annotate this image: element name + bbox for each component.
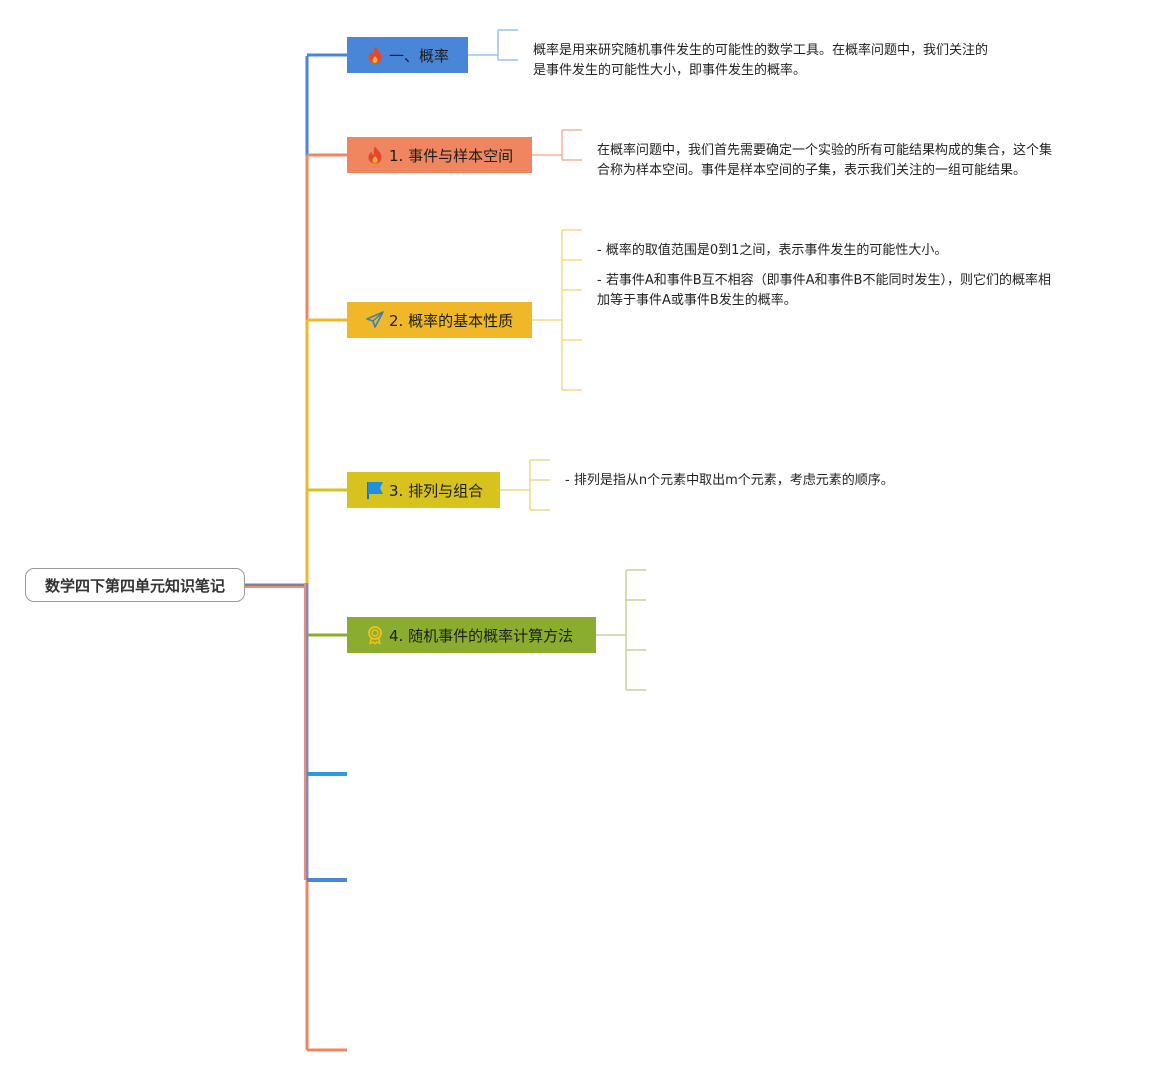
paper-plane-icon — [365, 310, 385, 330]
branch-probability-calculation[interactable]: 4. 随机事件的概率计算方法 — [347, 617, 596, 653]
branch-permutation-combination-label: 3. 排列与组合 — [389, 481, 484, 500]
note-property-range: - 概率的取值范围是0到1之间，表示事件发生的可能性大小。 — [597, 241, 1137, 261]
award-ribbon-icon — [365, 625, 385, 645]
root-topic-label: 数学四下第四单元知识笔记 — [44, 576, 225, 595]
branch-event-sample-space[interactable]: 1. 事件与样本空间 — [347, 137, 532, 173]
note-permutation-line: - 排列是指从n个元素中取出m个元素，考虑元素的顺序。 — [565, 473, 894, 488]
fire-icon — [365, 45, 385, 65]
branch-probability[interactable]: 一、概率 — [347, 37, 468, 73]
note-property-mutually-exclusive-line: - 若事件A和事件B互不相容（即事件A和事件B不能同时发生），则它们的概率相 — [597, 273, 1051, 288]
note-property-mutually-exclusive: - 若事件A和事件B互不相容（即事件A和事件B不能同时发生），则它们的概率相 加… — [597, 271, 1137, 311]
note-permutation: - 排列是指从n个元素中取出m个元素，考虑元素的顺序。 — [565, 471, 1105, 491]
root-topic[interactable]: 数学四下第四单元知识笔记 — [25, 568, 245, 602]
note-probability: 概率是用来研究随机事件发生的可能性的数学工具。在概率问题中，我们关注的 是事件发… — [533, 41, 1053, 81]
note-probability-line: 概率是用来研究随机事件发生的可能性的数学工具。在概率问题中，我们关注的 — [533, 43, 989, 58]
note-event-space-line: 合称为样本空间。事件是样本空间的子集，表示我们关注的一组可能结果。 — [597, 163, 1027, 178]
branch-event-sample-space-label: 1. 事件与样本空间 — [389, 146, 514, 165]
fire-icon — [365, 145, 385, 165]
note-property-mutually-exclusive-line: 加等于事件A或事件B发生的概率。 — [597, 293, 797, 308]
note-event-space-line: 在概率问题中，我们首先需要确定一个实验的所有可能结果构成的集合，这个集 — [597, 143, 1053, 158]
branch-probability-properties[interactable]: 2. 概率的基本性质 — [347, 302, 532, 338]
branch-probability-calculation-label: 4. 随机事件的概率计算方法 — [389, 626, 574, 645]
flag-icon — [365, 480, 385, 500]
branch-permutation-combination[interactable]: 3. 排列与组合 — [347, 472, 500, 508]
branch-probability-properties-label: 2. 概率的基本性质 — [389, 311, 514, 330]
branch-probability-label: 一、概率 — [389, 46, 450, 65]
note-probability-line: 是事件发生的可能性大小，即事件发生的概率。 — [533, 63, 807, 78]
note-event-space: 在概率问题中，我们首先需要确定一个实验的所有可能结果构成的集合，这个集 合称为样… — [597, 141, 1137, 181]
note-property-range-line: - 概率的取值范围是0到1之间，表示事件发生的可能性大小。 — [597, 243, 948, 258]
